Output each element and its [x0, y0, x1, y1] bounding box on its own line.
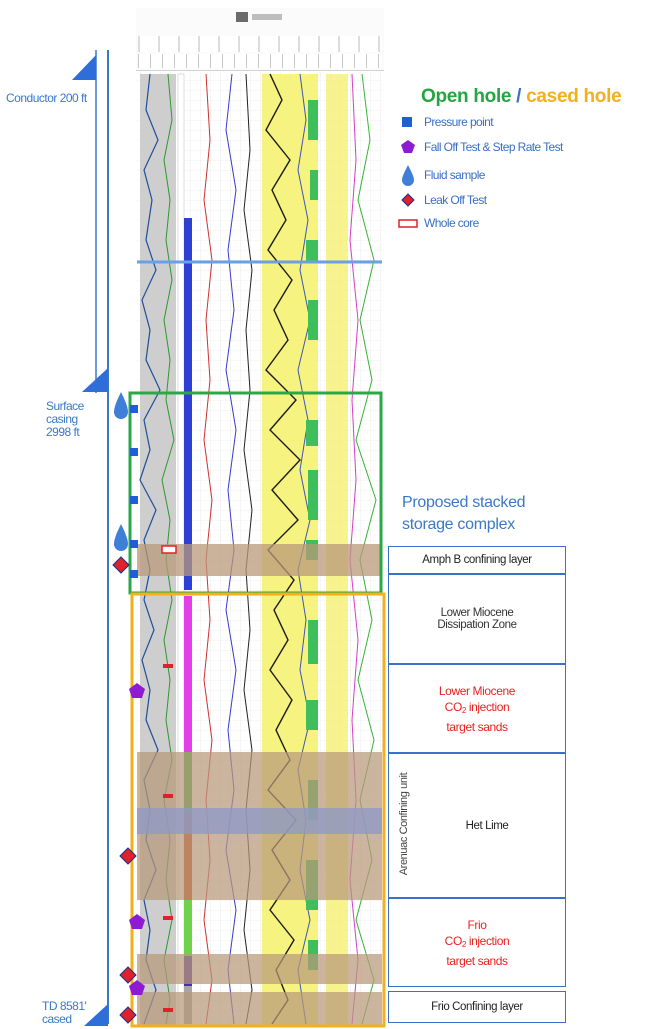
pentagon-icon	[401, 140, 415, 153]
zone-column-blue	[184, 218, 192, 590]
zone-frio-target: Frio CO2 injection target sands	[388, 898, 566, 987]
legend-item-leakoff: Leak Off Test	[424, 193, 487, 207]
legend-item-fluid: Fluid sample	[424, 168, 485, 182]
header-track-scales	[138, 54, 382, 68]
pressure-points	[130, 405, 138, 578]
zone-column-magenta	[184, 596, 192, 752]
header-track-labels	[138, 36, 382, 52]
band-amph-b	[137, 544, 382, 576]
surface-casing-shoe-icon	[82, 368, 108, 392]
diamond-icon	[401, 193, 415, 207]
zone-frio-confining: Frio Confining layer	[388, 991, 566, 1023]
leak-off-markers	[112, 556, 137, 1024]
square-icon	[402, 117, 412, 127]
band-frio-lower	[137, 954, 382, 984]
band-frio-confining	[137, 992, 382, 1026]
header-title-bar	[252, 14, 282, 20]
surface-casing-label: Surface casing 2998 ft	[46, 399, 84, 439]
zone-column-green2	[184, 900, 192, 956]
band-het-lime	[137, 808, 382, 834]
legend-item-pressure: Pressure point	[424, 115, 494, 129]
td-label: TD 8581' cased	[42, 999, 87, 1026]
legend-title: Open hole / cased hole	[421, 86, 622, 107]
rect-outline-icon	[398, 219, 418, 228]
zone-dissipation: Lower Miocene Dissipation Zone	[388, 574, 566, 664]
legend-item-core: Whole core	[424, 216, 479, 230]
cased-hole-frame	[130, 592, 386, 1028]
zone-lower-miocene-target: Lower Miocene CO2 injection target sands	[388, 664, 566, 753]
fluid-sample-icon	[114, 524, 128, 551]
complex-title: Proposed stacked storage complex	[402, 494, 526, 533]
whole-core-marks	[161, 545, 177, 554]
zone-amph-b: Amph B confining layer	[388, 546, 566, 574]
conductor-label: Conductor 200 ft	[6, 91, 87, 105]
small-core-marks	[163, 664, 173, 1012]
zone-arenuac: Arenuac Confining unit Het Lime	[388, 753, 566, 898]
td-shoe-icon	[84, 1004, 108, 1026]
header-logo	[236, 12, 248, 22]
fall-off-markers	[129, 683, 145, 995]
drop-icon	[402, 165, 414, 186]
arenuac-label: Arenuac Confining unit	[398, 772, 410, 876]
legend-item-falloff: Fall Off Test & Step Rate Test	[424, 140, 563, 154]
conductor-shoe-icon	[72, 55, 96, 80]
log-header	[136, 8, 384, 71]
fluid-sample-icon	[114, 392, 128, 419]
